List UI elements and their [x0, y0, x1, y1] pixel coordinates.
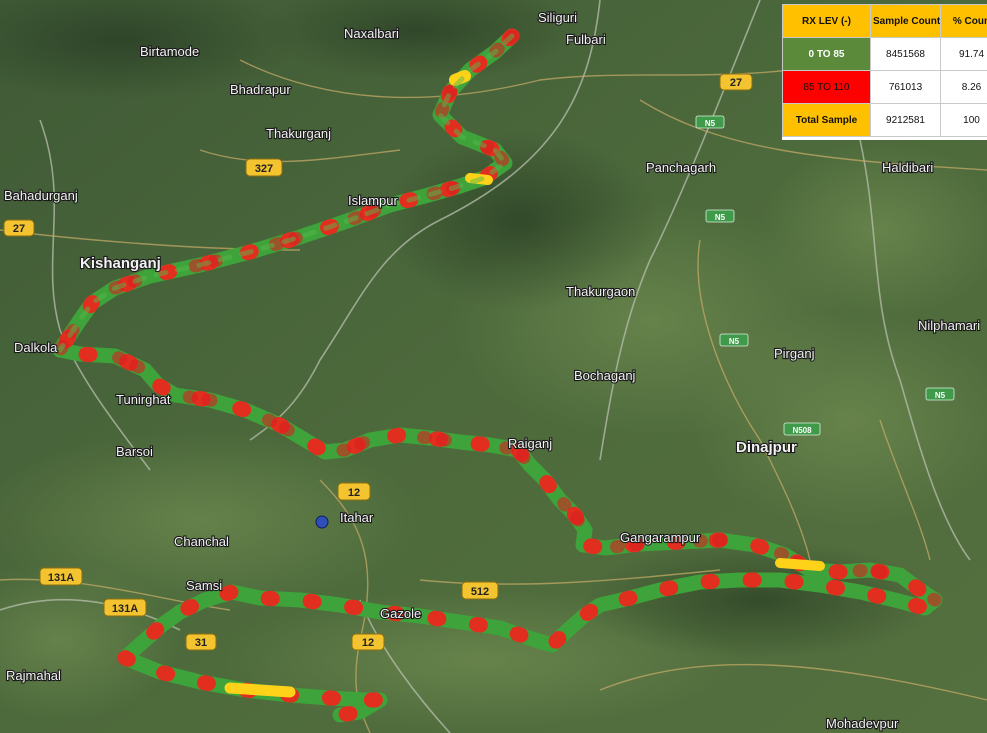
place-label: Gangarampur: [620, 530, 701, 545]
route-bad-samples-2: [53, 29, 942, 607]
legend-label-good: 0 TO 85: [782, 37, 871, 71]
highway-marker: N5: [695, 115, 725, 129]
road-shield-label: 31: [195, 637, 207, 649]
road-shield: 131A: [103, 598, 147, 617]
place-label: Barsoi: [116, 444, 153, 459]
legend-header-row: RX LEV (-) Sample Count % Coun: [782, 4, 987, 38]
road-shield-label: 512: [471, 586, 489, 598]
legend-label-total: Total Sample: [782, 103, 871, 137]
highway-marker-label: N5: [935, 391, 946, 400]
highway-marker-label: N508: [792, 426, 812, 435]
road-shield: 327: [245, 158, 283, 177]
place-label: Bhadrapur: [230, 82, 291, 97]
legend-count-good: 8451568: [870, 37, 941, 71]
road-shield-label: 131A: [112, 603, 138, 615]
place-label: Islampur: [348, 193, 399, 208]
road-shield: 31: [185, 633, 217, 651]
place-label: Thakurgaon: [566, 284, 635, 299]
place-label: Panchagarh: [646, 160, 716, 175]
legend-header-sample-count: Sample Count: [870, 4, 941, 38]
legend-percent-good: 91.74: [940, 37, 987, 71]
legend-row-good: 0 TO 85 8451568 91.74: [782, 37, 987, 71]
legend-percent-total: 100: [940, 103, 987, 137]
route-highlight: [224, 682, 296, 698]
legend-percent-bad: 8.26: [940, 70, 987, 104]
place-label: Thakurganj: [266, 126, 331, 141]
place-label: Chanchal: [174, 534, 229, 549]
place-label: Nilphamari: [918, 318, 980, 333]
drive-test-route: [52, 28, 943, 723]
highway-marker: N5: [925, 387, 955, 401]
highway-marker: N5: [705, 209, 735, 223]
road-shield-label: 12: [362, 637, 374, 649]
route-highlight: [775, 558, 825, 571]
legend-count-bad: 761013: [870, 70, 941, 104]
place-label: Mohadevpur: [826, 716, 899, 731]
highway-marker-label: N5: [705, 119, 716, 128]
place-label: Tunirghat: [116, 392, 171, 407]
place-label: Itahar: [340, 510, 374, 525]
road-shield: 27: [3, 219, 35, 237]
road-shield: 27: [719, 73, 753, 91]
place-label: Birtamode: [140, 44, 199, 59]
rx-level-legend-table: RX LEV (-) Sample Count % Coun 0 TO 85 8…: [782, 4, 987, 140]
highway-marker-label: N5: [715, 213, 726, 222]
place-label: Fulbari: [566, 32, 606, 47]
legend-header-rxlev: RX LEV (-): [782, 4, 871, 38]
place-label: Haldibari: [882, 160, 933, 175]
place-label: Dinajpur: [736, 439, 797, 456]
place-label: Raiganj: [508, 436, 552, 451]
road-shield: 512: [461, 581, 499, 600]
highway-marker: N5: [719, 333, 749, 347]
place-label: Naxalbari: [344, 26, 399, 41]
highway-marker: N508: [783, 422, 821, 436]
legend-count-total: 9212581: [870, 103, 941, 137]
road-shield: 131A: [39, 567, 83, 586]
place-label: Bahadurganj: [4, 188, 78, 203]
highway-markers: N5 N5 N5 N508 N5: [695, 115, 955, 436]
road-shield-label: 327: [255, 163, 273, 175]
legend-row-bad: 85 TO 110 761013 8.26: [782, 70, 987, 104]
road-shield-label: 27: [730, 77, 742, 89]
place-label: Samsi: [186, 578, 222, 593]
place-label: Bochaganj: [574, 368, 636, 383]
legend-header-percent: % Coun: [940, 4, 987, 38]
highway-marker-label: N5: [729, 337, 740, 346]
place-label: Pirganj: [774, 346, 815, 361]
road-shield: 12: [337, 482, 371, 501]
legend-label-bad: 85 TO 110: [782, 70, 871, 104]
place-label: Gazole: [380, 606, 421, 621]
place-label: Siliguri: [538, 10, 577, 25]
road-shield-label: 27: [13, 223, 25, 235]
place-label: Kishanganj: [80, 255, 161, 272]
place-labels: Siliguri Fulbari Naxalbari Birtamode Bha…: [3, 9, 981, 732]
road-shield-label: 12: [348, 487, 360, 499]
legend-row-total: Total Sample 9212581 100: [782, 103, 987, 137]
place-label: Rajmahal: [6, 668, 61, 683]
route-texture: [57, 33, 515, 353]
road-shield-label: 131A: [48, 572, 74, 584]
road-shield: 12: [351, 633, 385, 651]
location-marker-icon[interactable]: [315, 515, 329, 529]
place-label: Dalkola: [14, 340, 58, 355]
road-shields: 27 327 27 12 131A 131A: [3, 73, 753, 651]
